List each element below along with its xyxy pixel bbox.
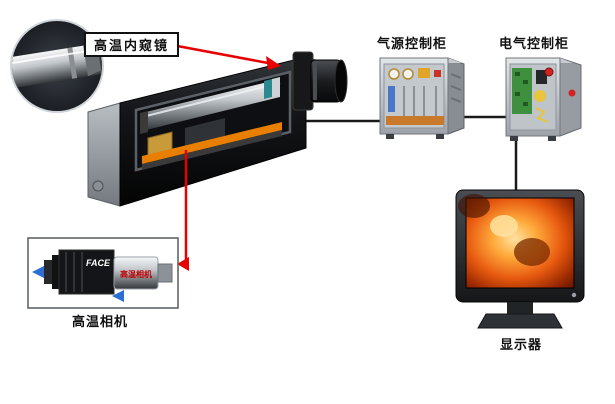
air-filter [388, 86, 395, 112]
pressure-gauge [402, 68, 414, 80]
air-cabinet-label: 气源控制柜 [377, 36, 448, 51]
blue-arrow-icon [112, 290, 124, 302]
enclosure-left-face [87, 102, 121, 207]
interior-endoscope-tube [140, 77, 281, 134]
air-cabinet-side [447, 57, 465, 135]
protective-enclosure [87, 51, 348, 207]
manifold-bar [386, 116, 444, 125]
power-button [571, 292, 577, 298]
teal-ring [264, 79, 272, 99]
interior-rail [142, 122, 282, 170]
blue-arrow-icon [32, 265, 46, 279]
endoscope-label: 高温内窥镜 [84, 32, 180, 57]
red-arrowhead-camera [177, 257, 189, 271]
monitor-neck [507, 302, 533, 315]
camera-lens-mount [44, 260, 52, 284]
monitor-label: 显示器 [500, 337, 543, 352]
door-knob [568, 89, 576, 97]
relay-module [536, 70, 547, 84]
electric-cabinet-label: 电气控制柜 [499, 36, 570, 51]
red-line-endoscope-label-to-enclosure [171, 43, 269, 65]
valve-knob [434, 70, 441, 77]
camera-inset: FACE 高温相机 [27, 237, 179, 309]
camera-side-text: 高温相机 [120, 269, 152, 279]
monitor-base [477, 313, 563, 329]
electric-cabinet-door [559, 57, 582, 137]
emergency-button [544, 67, 554, 77]
camera-label: 高温相机 [72, 314, 129, 329]
monitor [455, 189, 585, 329]
wire-coil [534, 90, 546, 102]
enclosure-knob [92, 180, 104, 192]
red-arrowhead-endoscope [266, 56, 281, 70]
pressure-gauge [388, 68, 400, 80]
camera-tip [157, 263, 173, 283]
connectors [171, 43, 518, 271]
air-cabinet [379, 57, 465, 139]
lens-barrel [292, 51, 348, 111]
camera-body [58, 249, 115, 295]
regulator-block [418, 68, 430, 78]
camera-brand-text: FACE [86, 258, 111, 268]
electric-cabinet [505, 57, 582, 141]
